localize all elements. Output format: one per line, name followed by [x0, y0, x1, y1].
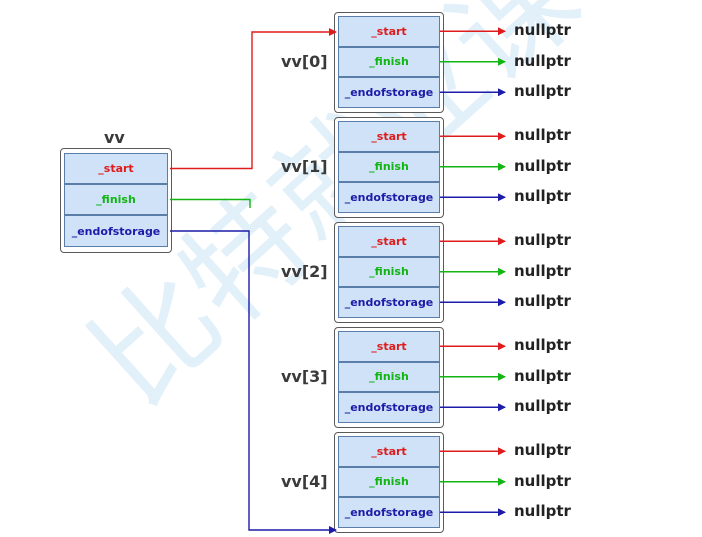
nullptr-label-0-endofstorage: nullptr	[514, 82, 571, 101]
element-0-finish-field: _finish	[338, 46, 440, 77]
element-1-finish-field: _finish	[338, 151, 440, 182]
nullptr-label-4-finish: nullptr	[514, 471, 571, 490]
nullptr-label-2-endofstorage: nullptr	[514, 292, 571, 311]
element-2-finish-field: _finish	[338, 256, 440, 287]
nullptr-label-0-start: nullptr	[514, 21, 571, 40]
element-label-3: vv[3]	[281, 367, 328, 386]
element-3-finish-field: _finish	[338, 361, 440, 392]
element-4-endofstorage-field: _endofstorage	[338, 497, 440, 528]
element-label-4: vv[4]	[281, 472, 328, 491]
element-label-0: vv[0]	[281, 52, 328, 71]
nullptr-label-3-start: nullptr	[514, 336, 571, 355]
nullptr-label-1-finish: nullptr	[514, 156, 571, 175]
nullptr-label-4-endofstorage: nullptr	[514, 502, 571, 521]
nullptr-label-0-finish: nullptr	[514, 51, 571, 70]
element-2-start-field: _start	[338, 226, 440, 257]
element-1-start-field: _start	[338, 121, 440, 152]
element-0-endofstorage-field: _endofstorage	[338, 77, 440, 108]
element-4-start-field: _start	[338, 436, 440, 467]
outer-start-field: _start	[64, 153, 168, 184]
element-1-endofstorage-field: _endofstorage	[338, 182, 440, 213]
element-3-start-field: _start	[338, 331, 440, 362]
element-label-2: vv[2]	[281, 262, 328, 281]
element-0-start-field: _start	[338, 16, 440, 47]
outer-endofstorage-field: _endofstorage	[64, 215, 168, 247]
line-outer-finish	[170, 198, 251, 208]
nullptr-label-1-endofstorage: nullptr	[514, 187, 571, 206]
nullptr-label-3-endofstorage: nullptr	[514, 397, 571, 416]
nullptr-label-2-start: nullptr	[514, 231, 571, 250]
nullptr-label-2-finish: nullptr	[514, 261, 571, 280]
element-3-endofstorage-field: _endofstorage	[338, 392, 440, 423]
nullptr-label-4-start: nullptr	[514, 441, 571, 460]
element-2-endofstorage-field: _endofstorage	[338, 287, 440, 318]
nullptr-label-1-start: nullptr	[514, 126, 571, 145]
element-label-1: vv[1]	[281, 157, 328, 176]
outer-finish-field: _finish	[64, 184, 168, 215]
element-4-finish-field: _finish	[338, 466, 440, 497]
outer-label: vv	[104, 128, 125, 147]
nullptr-label-3-finish: nullptr	[514, 366, 571, 385]
